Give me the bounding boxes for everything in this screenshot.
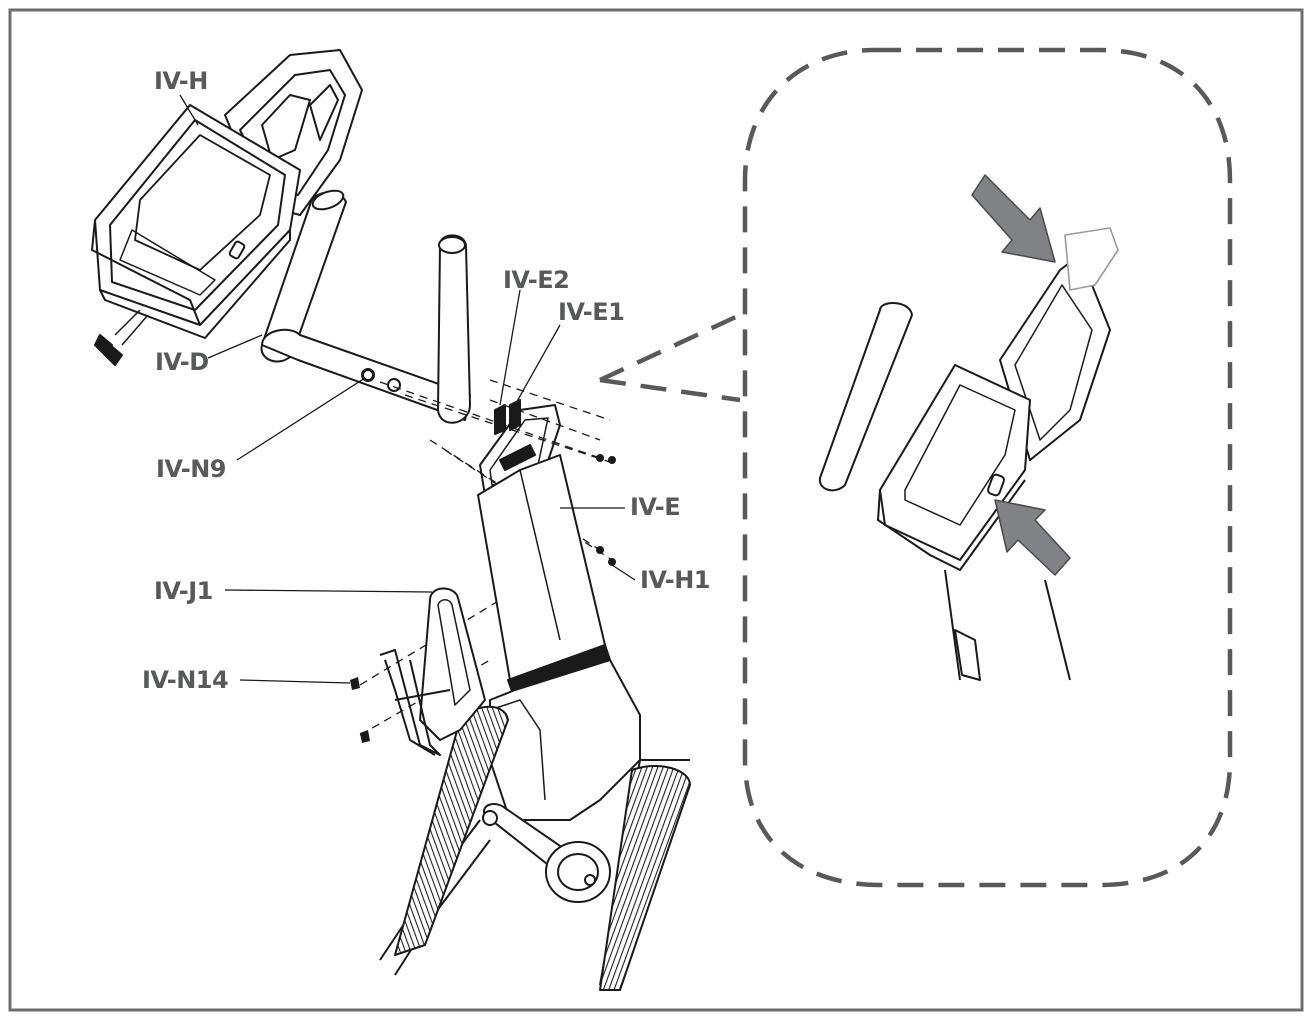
label-iv-n9: IV-N9 xyxy=(156,455,227,483)
detail-console-view xyxy=(818,227,1119,681)
handlebar-iv-d xyxy=(260,189,471,424)
label-iv-h1: IV-H1 xyxy=(640,566,711,594)
figure-frame xyxy=(8,8,1304,1012)
leader-lines xyxy=(179,94,636,684)
label-iv-j1: IV-J1 xyxy=(154,577,213,605)
label-iv-e2: IV-E2 xyxy=(503,266,570,294)
detail-callout xyxy=(599,47,1233,888)
bottle-cage-iv-j1 xyxy=(379,587,486,756)
label-iv-e: IV-E xyxy=(630,493,681,521)
push-arrow-bottom-icon xyxy=(994,499,1071,576)
push-arrow-top-icon xyxy=(971,174,1056,263)
screws-iv-n14 xyxy=(350,677,370,743)
screws-iv-h1 xyxy=(596,454,616,566)
bike-frame xyxy=(379,454,690,986)
label-iv-h: IV-H xyxy=(154,67,208,95)
label-iv-e1: IV-E1 xyxy=(558,298,625,326)
console-iv-h xyxy=(91,49,363,366)
bolts-iv-n9 xyxy=(362,369,374,381)
label-iv-n14: IV-N14 xyxy=(142,666,229,694)
label-iv-d: IV-D xyxy=(155,348,209,376)
detail-arrows xyxy=(971,174,1071,576)
